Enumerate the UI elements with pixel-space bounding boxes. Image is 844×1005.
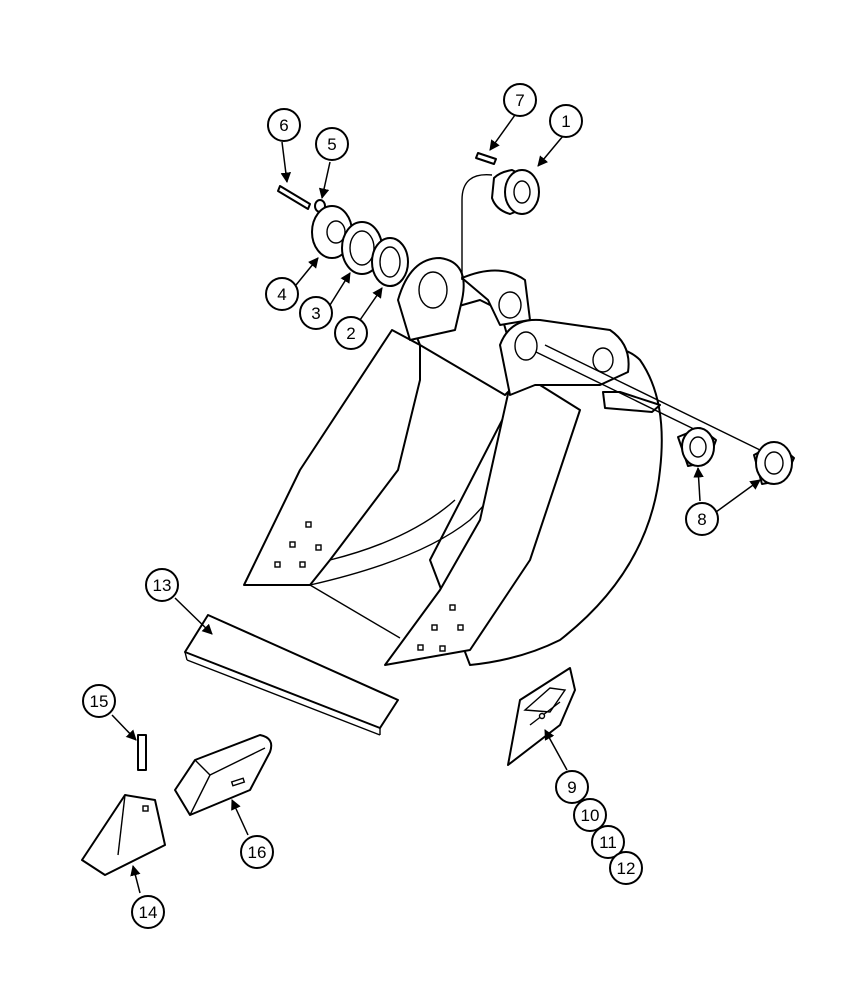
callout-label: 9 [567,778,576,797]
callout-6: 6 [267,108,301,142]
bushing-part-8b [753,441,795,485]
callout-label: 16 [248,843,267,862]
callout-label: 12 [617,859,636,878]
callout-4: 4 [265,277,299,311]
bucket-body [243,257,761,666]
bushing-part-1 [491,169,540,215]
callout-label: 7 [515,91,524,110]
callout-7: 7 [503,83,537,117]
callout-1: 1 [549,104,583,138]
callout-11: 11 [591,825,625,859]
pin-part-7 [475,152,497,165]
callout-label: 14 [139,903,158,922]
callout-8: 8 [685,502,719,536]
guide-line [461,174,493,280]
callout-16: 16 [240,835,274,869]
callout-5: 5 [315,127,349,161]
shim-part-2 [371,237,409,287]
callout-2: 2 [334,316,368,350]
leader-lines [111,114,761,894]
callout-14: 14 [131,895,165,929]
callout-label: 3 [311,304,320,323]
side-cutter-part-9 [507,667,576,766]
tooth-part-14 [81,794,166,876]
callout-label: 8 [697,510,706,529]
callout-label: 10 [581,806,600,825]
callout-10: 10 [573,798,607,832]
callout-9: 9 [555,770,589,804]
callout-label: 5 [327,135,336,154]
callout-label: 13 [153,576,172,595]
callout-label: 6 [279,116,288,135]
callout-label: 11 [599,833,617,852]
tooth-adapter-part-16 [174,734,273,816]
pin-part-15 [137,734,147,771]
bolt-part-6 [277,185,311,210]
callout-label: 4 [277,285,286,304]
callout-15: 15 [82,684,116,718]
bushing-part-8a [677,427,717,467]
callout-label: 2 [346,324,355,343]
callout-12: 12 [609,851,643,885]
callout-3: 3 [299,296,333,330]
callout-label: 15 [90,692,109,711]
callout-label: 1 [561,112,570,131]
callout-13: 13 [145,568,179,602]
cutting-edge-part-13 [184,614,399,736]
